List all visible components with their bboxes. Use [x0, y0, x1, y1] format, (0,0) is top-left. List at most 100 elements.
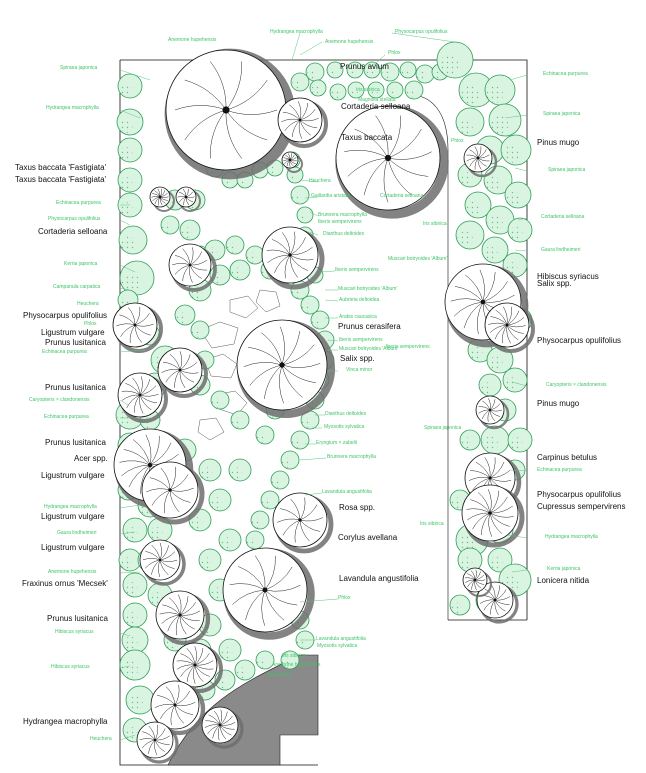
shrub-texture — [181, 227, 192, 239]
plant-label: Vinca minor — [346, 367, 373, 373]
tree-branch — [142, 731, 156, 741]
tree-branch — [158, 559, 161, 578]
tree-label: Lavandula angustifolia — [339, 574, 419, 583]
tree-branch — [245, 589, 266, 620]
shrub-texture — [364, 68, 374, 77]
plant-label: Muscari botryoides 'Album' — [338, 286, 398, 292]
tree-branch — [161, 614, 181, 624]
tree-label: Lonicera nitida — [537, 576, 590, 585]
leader-line — [324, 299, 339, 302]
tree-branch — [289, 231, 296, 256]
shrub-texture — [459, 172, 473, 186]
tree-branch — [139, 393, 159, 397]
shrub-texture — [236, 667, 247, 679]
tree-branch — [174, 255, 191, 266]
shrub-texture — [127, 696, 143, 712]
shrub-texture — [387, 88, 397, 97]
tree-branch — [289, 254, 298, 278]
leader-line — [369, 54, 386, 69]
tree-branch — [219, 709, 223, 726]
tree-label: Cortaderia selloana — [38, 227, 108, 236]
shrub-texture — [287, 173, 297, 182]
tree-branch — [281, 363, 321, 368]
shrub-texture — [459, 557, 473, 571]
shrub-texture — [261, 497, 272, 508]
shrub-texture — [220, 537, 233, 550]
tree-trunk — [158, 558, 162, 562]
tree-branch — [280, 326, 285, 366]
plant-label: Caryopteris × clandonensis — [546, 382, 607, 388]
tree-branch — [174, 704, 184, 724]
shrub-texture — [120, 557, 133, 570]
tree-branch — [494, 599, 510, 605]
plant-label: Hydrangea macrophylla — [44, 504, 97, 510]
tree-branch — [174, 264, 191, 275]
tree-branch — [139, 394, 144, 414]
tree-branch — [489, 512, 514, 518]
leader-line — [291, 32, 301, 61]
tree-branch — [154, 724, 159, 741]
leader-line — [514, 249, 528, 252]
tree-branch — [291, 119, 301, 138]
shrub-texture — [368, 88, 378, 97]
tree-branch — [186, 648, 196, 666]
tree-branch — [299, 497, 306, 521]
shrub-texture — [210, 587, 223, 600]
tree-branch — [119, 314, 136, 326]
tree-branch — [249, 364, 283, 386]
tree-trunk — [488, 408, 492, 412]
tree-branch — [129, 324, 136, 344]
tree-branch — [134, 313, 150, 326]
tree-trunk — [298, 118, 302, 122]
tree-trunk — [222, 106, 230, 114]
tree-branch — [489, 461, 505, 479]
shrub-texture — [291, 437, 302, 448]
shrub-texture — [482, 436, 498, 452]
tree-branch — [225, 109, 242, 159]
tree-branch — [139, 385, 157, 396]
shrub-texture — [123, 636, 138, 652]
tree-branch — [179, 602, 197, 616]
shrub-texture — [267, 166, 277, 175]
shrub-texture — [210, 497, 223, 510]
tree-branch — [225, 61, 243, 111]
tree-branch — [207, 724, 221, 735]
tree-branch — [264, 589, 298, 606]
shrub-texture — [149, 527, 163, 541]
tree-branch — [178, 594, 182, 616]
tree-branch — [261, 589, 266, 626]
tree-branch — [212, 724, 221, 739]
tree-branch — [148, 739, 156, 754]
tree-branch — [116, 323, 136, 327]
shrub-texture — [176, 312, 187, 324]
plant-label: Gaura lindheimeri — [57, 530, 97, 536]
tree-label: Prunus cerasifera — [338, 322, 401, 331]
tree-branch — [482, 281, 508, 303]
tree-trunk — [493, 598, 497, 602]
shrub-texture — [291, 79, 302, 90]
tree-branch — [204, 724, 221, 728]
leader-line — [119, 219, 131, 226]
leader-line — [509, 74, 528, 81]
tree-branch — [267, 254, 291, 263]
leader-line — [119, 571, 141, 574]
plant-label: Hibiscus syriacus — [51, 664, 90, 670]
tree-branch — [208, 714, 221, 726]
tree-label: Carpinus betulus — [537, 453, 598, 462]
plant-label: Cortaderia selloana — [380, 193, 424, 199]
tree-branch — [264, 364, 283, 399]
plant-label: Muscari botryoides 'Album' — [388, 256, 448, 262]
tree-branch — [299, 118, 319, 122]
tree-branch — [139, 394, 152, 411]
tree-label: Ligustrum vulgare — [41, 543, 105, 552]
tree-branch — [489, 477, 512, 482]
plant-label: Arabis caucasica — [339, 314, 377, 320]
shrub-texture — [251, 517, 262, 528]
tree-branch — [248, 347, 283, 366]
leader-line — [281, 649, 291, 658]
plant-label: Dianthus deltoides — [325, 411, 367, 417]
tree-branch — [128, 464, 151, 488]
tree-branch — [189, 264, 208, 271]
tree-branch — [489, 490, 499, 514]
